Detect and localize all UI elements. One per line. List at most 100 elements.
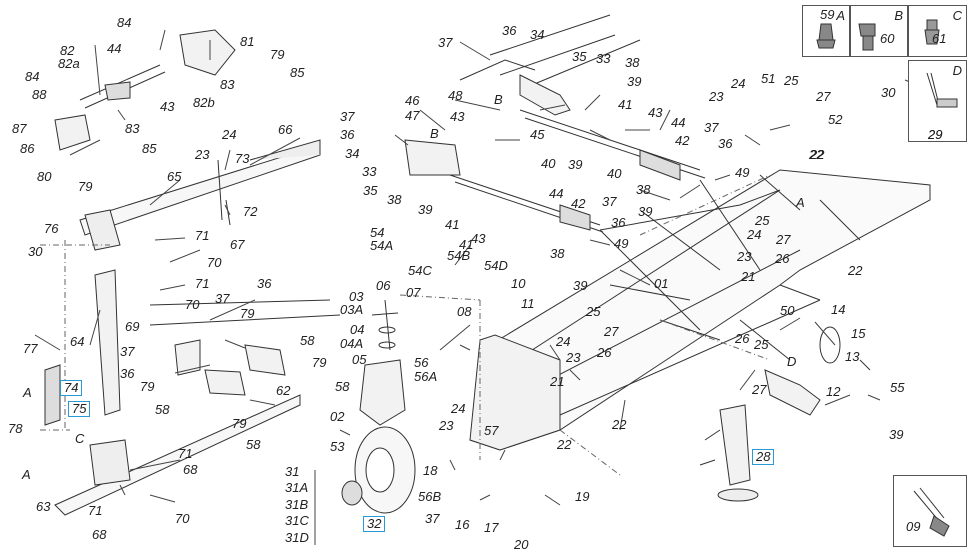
callout-41a: 41 — [445, 217, 460, 232]
callout-24e: 24 — [731, 76, 746, 91]
callout-39c: 39 — [568, 157, 583, 172]
main-frame — [469, 169, 931, 451]
callout-80: 80 — [37, 169, 52, 184]
callout-51: 51 — [761, 71, 776, 86]
callout-22e: 22 — [809, 147, 824, 162]
callout-24d: 24 — [747, 227, 762, 242]
handle-icon — [913, 487, 950, 537]
callout-36a: 36 — [257, 276, 272, 291]
callout-A2: A — [22, 467, 31, 482]
callout-21a: 21 — [550, 374, 565, 389]
callout-44c: 44 — [549, 186, 564, 201]
callout-79a: 79 — [270, 47, 285, 62]
callout-54A: 54A — [370, 238, 394, 253]
callout-37a: 37 — [215, 291, 230, 306]
callout-43c: 43 — [648, 105, 663, 120]
callout-69: 69 — [125, 319, 140, 334]
callout-18: 18 — [423, 463, 438, 478]
callout-52: 52 — [828, 112, 843, 127]
callout-68b: 68 — [92, 527, 107, 542]
callout-43a: 43 — [160, 99, 175, 114]
callout-63: 63 — [36, 499, 51, 514]
boxed-callout-32[interactable]: 32 — [363, 516, 386, 532]
callout-33a: 33 — [362, 164, 377, 179]
callout-A1: A — [23, 385, 32, 400]
inset-c: C — [908, 5, 967, 57]
callout-48: 48 — [448, 88, 463, 103]
callout-82b: 82b — [193, 95, 215, 110]
callout-27c: 27 — [752, 382, 767, 397]
callout-58c: 58 — [155, 402, 170, 417]
callout-54D: 54D — [484, 258, 508, 273]
boxed-callout-74[interactable]: 74 — [60, 380, 83, 396]
callout-55: 55 — [890, 380, 905, 395]
callout-87: 87 — [12, 121, 27, 136]
callout-21b: 21 — [741, 269, 756, 284]
callout-12: 12 — [826, 384, 841, 399]
callout-27a: 27 — [604, 324, 619, 339]
inset-d: D — [908, 60, 967, 142]
callout-49b: 49 — [614, 236, 629, 251]
callout-54C: 54C — [408, 263, 432, 278]
callout-23c: 23 — [566, 350, 581, 365]
callout-04: 04 — [350, 322, 365, 337]
callout-82a: 82a — [58, 56, 80, 71]
callout-36d: 36 — [502, 23, 517, 38]
callout-A3: A — [796, 195, 805, 210]
inset-d-letter: D — [952, 63, 962, 78]
callout-54B: 54B — [447, 248, 471, 263]
callout-07: 07 — [406, 285, 421, 300]
callout-73: 73 — [235, 151, 250, 166]
callout-22d: 22 — [810, 147, 825, 162]
callout-22c: 22 — [848, 263, 863, 278]
callout-24a: 24 — [222, 127, 237, 142]
callout-31C: 31C — [285, 513, 309, 528]
pin-icon — [926, 72, 958, 108]
inset-a-letter: A — [836, 8, 845, 23]
callout-72: 72 — [243, 204, 258, 219]
callout-78: 78 — [8, 421, 23, 436]
callout-85a: 85 — [290, 65, 305, 80]
callout-38a: 38 — [387, 192, 402, 207]
wheel-assembly — [341, 299, 416, 514]
shafts — [449, 109, 706, 233]
callout-17: 17 — [484, 520, 499, 535]
callout-37b: 37 — [120, 344, 135, 359]
callout-36f: 36 — [611, 215, 626, 230]
boxed-callout-75[interactable]: 75 — [68, 401, 91, 417]
callout-64: 64 — [70, 334, 85, 349]
callout-40b: 40 — [607, 166, 622, 181]
callout-08: 08 — [457, 304, 472, 319]
callout-31A: 31A — [285, 480, 309, 495]
callout-71b: 71 — [195, 276, 210, 291]
callout-15: 15 — [851, 326, 866, 341]
callout-24b: 24 — [451, 401, 466, 416]
callout-24c: 24 — [556, 334, 571, 349]
inset-part-59: 59 — [820, 7, 835, 22]
callout-36e: 36 — [718, 136, 733, 151]
callout-22a: 22 — [557, 437, 572, 452]
callout-23b: 23 — [439, 418, 454, 433]
callout-34a: 34 — [345, 146, 360, 161]
inset-a: A — [802, 5, 850, 57]
callout-58a: 58 — [300, 333, 315, 348]
callout-71c: 71 — [178, 446, 193, 461]
callout-44a: 44 — [107, 41, 122, 56]
callout-79c: 79 — [240, 306, 255, 321]
callout-68a: 68 — [183, 462, 198, 477]
boxed-callout-28[interactable]: 28 — [752, 449, 775, 465]
callout-58b: 58 — [335, 379, 350, 394]
callout-62: 62 — [276, 383, 291, 398]
callout-66: 66 — [278, 122, 293, 137]
callout-26b: 26 — [775, 251, 790, 266]
callout-25d: 25 — [784, 73, 799, 88]
callout-71a: 71 — [195, 228, 210, 243]
jack-stand — [699, 404, 759, 502]
callout-25c: 25 — [754, 337, 769, 352]
callout-56A: 56A — [414, 369, 438, 384]
callout-57: 57 — [484, 423, 499, 438]
callout-40a: 40 — [541, 156, 556, 171]
callout-81: 81 — [240, 34, 255, 49]
inset-part-61: 61 — [932, 31, 947, 46]
